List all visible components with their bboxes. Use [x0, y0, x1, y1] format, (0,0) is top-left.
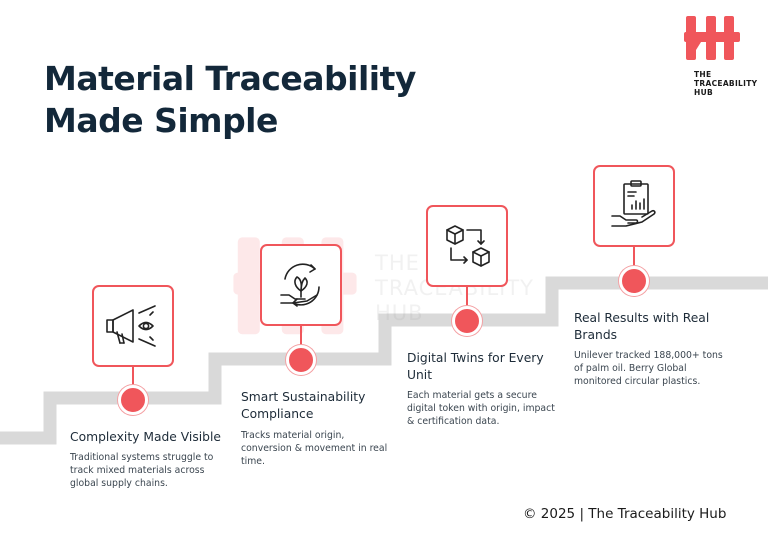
step-2-title: Smart Sustainability Compliance — [241, 390, 366, 421]
report-hand-icon — [611, 180, 656, 227]
step-2-description: Tracks material origin, conversion & mov… — [241, 430, 388, 467]
step-1-marker — [118, 385, 148, 415]
step-4-icon-box — [593, 165, 675, 247]
step-1-icon-box — [92, 285, 174, 367]
step-2-connector — [300, 326, 302, 348]
step-3-title: Digital Twins for Every Unit — [407, 351, 544, 382]
step-4-connector — [633, 247, 635, 269]
logo-wordmark: THE TRACEABILITY HUB — [694, 70, 757, 97]
logo-line-3: HUB — [694, 88, 713, 97]
cubes-network-icon — [446, 225, 490, 267]
traceability-hub-logo — [684, 16, 740, 60]
step-2-icon-box — [260, 244, 342, 326]
step-1-connector — [132, 367, 134, 387]
step-3-description: Each material gets a secure digital toke… — [407, 390, 555, 427]
megaphone-icon — [106, 305, 156, 347]
step-4-description: Unilever tracked 188,000+ tons of palm o… — [574, 350, 723, 387]
page-title: Material Traceability Made Simple — [44, 58, 416, 142]
title-line-1: Material Traceability — [44, 59, 416, 98]
step-4-marker — [619, 266, 649, 296]
step-4-title: Real Results with Real Brands — [574, 311, 710, 342]
step-3-icon-box — [426, 205, 508, 287]
step-1-title: Complexity Made Visible — [70, 430, 221, 444]
title-line-2: Made Simple — [44, 101, 278, 140]
eco-globe-hand-icon — [280, 263, 320, 307]
footer-copyright: © 2025 | The Traceability Hub — [523, 506, 727, 522]
step-1-description: Traditional systems struggle to track mi… — [70, 452, 214, 489]
step-3-connector — [466, 287, 468, 309]
logo-line-1: THE — [694, 70, 712, 79]
step-3-marker — [452, 306, 482, 336]
logo-line-2: TRACEABILITY — [694, 79, 758, 88]
step-2-marker — [286, 345, 316, 375]
